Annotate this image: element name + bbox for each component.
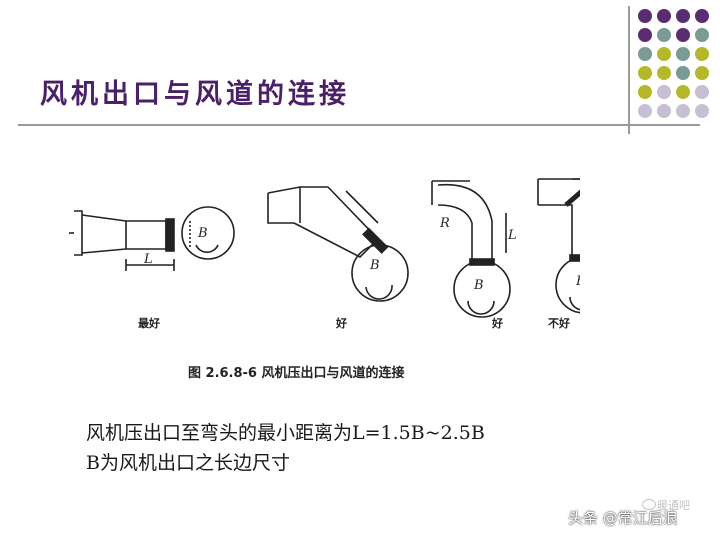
- decorative-dot: [676, 9, 690, 23]
- decorative-dot: [657, 9, 671, 23]
- slide-title: 风机出口与风道的连接: [40, 79, 350, 110]
- label-best: 最好: [138, 316, 160, 330]
- decorative-dot: [638, 85, 652, 99]
- fan-duct-diagram: L B B R B L B 最好 好 好 不好 图 2.6.8-6 风机压出口与…: [69, 177, 613, 381]
- diagram-good-angled: [267, 186, 409, 302]
- decorative-dot: [638, 9, 652, 23]
- decorative-dot: [695, 9, 709, 23]
- description-line-2: B为风机出口之长边尺寸: [86, 452, 290, 474]
- watermark-icon: [642, 499, 656, 510]
- decorative-dot: [638, 104, 652, 118]
- decorative-dot: [676, 66, 690, 80]
- diagram-bad-mitred: [537, 177, 613, 314]
- decorative-dot: [695, 66, 709, 80]
- decorative-dot: [657, 85, 671, 99]
- description-line-1: 风机压出口至弯头的最小距离为L=1.5B~2.5B: [86, 422, 485, 444]
- watermark-faint: 暖通吧: [657, 499, 690, 512]
- diagram-good-rounded: [431, 180, 511, 318]
- decorative-dot: [695, 28, 709, 42]
- fan-duct-figure: L B B R B L B 最好 好 好 不好 图 2.6.8-6 风机压出口与…: [60, 165, 613, 395]
- description: 风机压出口至弯头的最小距离为L=1.5B~2.5B B为风机出口之长边尺寸: [86, 418, 485, 478]
- decorative-dot: [695, 47, 709, 61]
- horizontal-rule: [18, 124, 700, 126]
- decorative-dot: [657, 47, 671, 61]
- decorative-dot: [657, 28, 671, 42]
- decorative-dot: [657, 66, 671, 80]
- decorative-dot: [638, 28, 652, 42]
- label-good-1: 好: [335, 316, 347, 330]
- decorative-dot: [657, 104, 671, 118]
- label-good-2: 好: [491, 316, 503, 330]
- diagram-best: [69, 206, 235, 271]
- decorative-dot: [638, 66, 652, 80]
- figure-caption: 图 2.6.8-6 风机压出口与风道的连接: [188, 365, 405, 381]
- label-bad: 不好: [548, 316, 570, 330]
- dim-label-B: B: [369, 258, 380, 273]
- decorative-dot-grid: [638, 9, 709, 118]
- dim-label-B: B: [473, 278, 484, 293]
- dim-label-R: R: [439, 216, 450, 231]
- decorative-dot: [676, 28, 690, 42]
- vertical-rule: [628, 6, 630, 134]
- decorative-dot: [695, 85, 709, 99]
- decorative-dot: [676, 85, 690, 99]
- watermark-credit: 头条 @常江后浪: [568, 509, 678, 527]
- dim-label-B: B: [575, 274, 580, 289]
- decorative-dot: [695, 104, 709, 118]
- dim-label-B: B: [197, 226, 208, 241]
- dim-label-L: L: [507, 228, 517, 243]
- decorative-dot: [676, 47, 690, 61]
- decorative-dot: [676, 104, 690, 118]
- dim-label-L: L: [143, 252, 153, 267]
- decorative-dot: [638, 47, 652, 61]
